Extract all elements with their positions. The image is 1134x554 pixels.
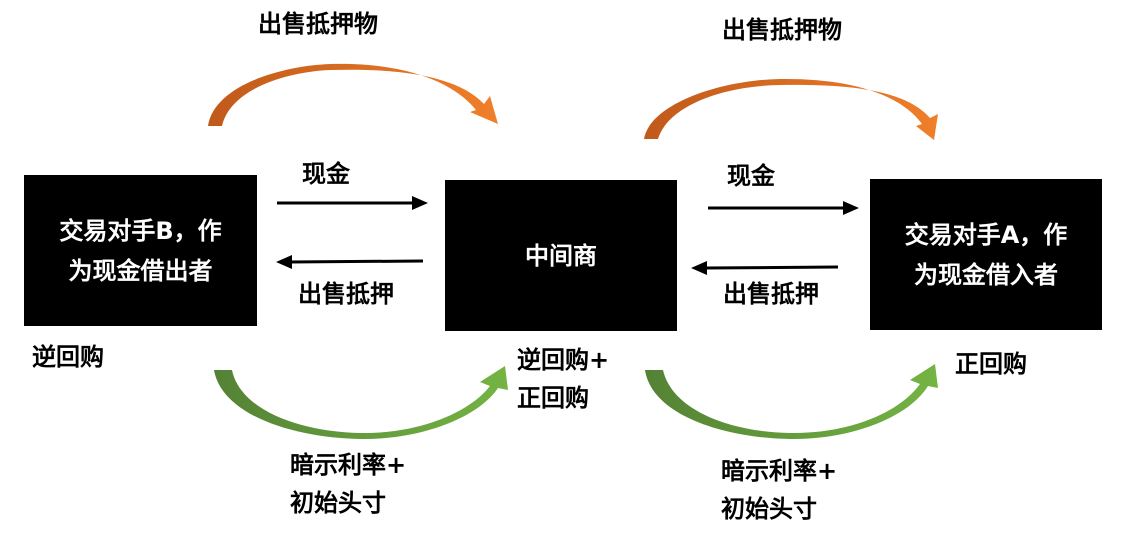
label-collateral-left: 出售抵押: [298, 280, 394, 308]
node-counterparty-a-line-2: 为现金借入者: [913, 260, 1058, 289]
node-counterparty-a-line-1: 交易对手A，作: [904, 220, 1068, 249]
node-counterparty-a: 交易对手A，作 为现金借入者: [870, 179, 1102, 330]
label-bottom-arc-right-line-1: 暗示利率+: [721, 457, 838, 485]
label-bottom-arc-right: 暗示利率+ 初始头寸: [721, 452, 837, 528]
cash-arrow-right: [708, 201, 859, 215]
label-top-arc-left: 出售抵押物: [258, 10, 378, 38]
node-counterparty-b-line-2: 为现金借出者: [68, 256, 213, 285]
role-label-intermediary: 逆回购+ 正回购: [517, 341, 609, 417]
collateral-arrow-right: [691, 261, 839, 275]
label-collateral-right: 出售抵押: [723, 280, 819, 308]
label-top-arc-right: 出售抵押物: [722, 16, 842, 44]
label-cash-left: 现金: [302, 160, 350, 188]
label-bottom-arc-left-line-1: 暗示利率+: [290, 451, 407, 479]
interest-arc-left: [214, 366, 508, 440]
node-counterparty-b: 交易对手B，作 为现金借出者: [24, 175, 257, 326]
cash-arrow-left: [277, 196, 428, 210]
collateral-arrow-left: [276, 255, 424, 269]
label-bottom-arc-left: 暗示利率+ 初始头寸: [290, 446, 406, 522]
label-bottom-arc-left-line-2: 初始头寸: [290, 489, 386, 517]
node-intermediary: 中间商: [445, 180, 677, 331]
collateral-arc-right: [644, 78, 938, 140]
node-counterparty-b-line-1: 交易对手B，作: [59, 216, 222, 245]
collateral-arc-left: [208, 63, 498, 126]
label-bottom-arc-right-line-2: 初始头寸: [721, 495, 817, 523]
interest-arc-right: [645, 364, 938, 440]
role-label-reverse-repo: 逆回购: [32, 343, 104, 371]
role-label-intermediary-line-1: 逆回购+: [517, 346, 610, 374]
role-label-repo: 正回购: [955, 350, 1027, 378]
role-label-intermediary-line-2: 正回购: [517, 384, 589, 412]
node-intermediary-label: 中间商: [525, 241, 597, 270]
label-cash-right: 现金: [727, 162, 775, 190]
